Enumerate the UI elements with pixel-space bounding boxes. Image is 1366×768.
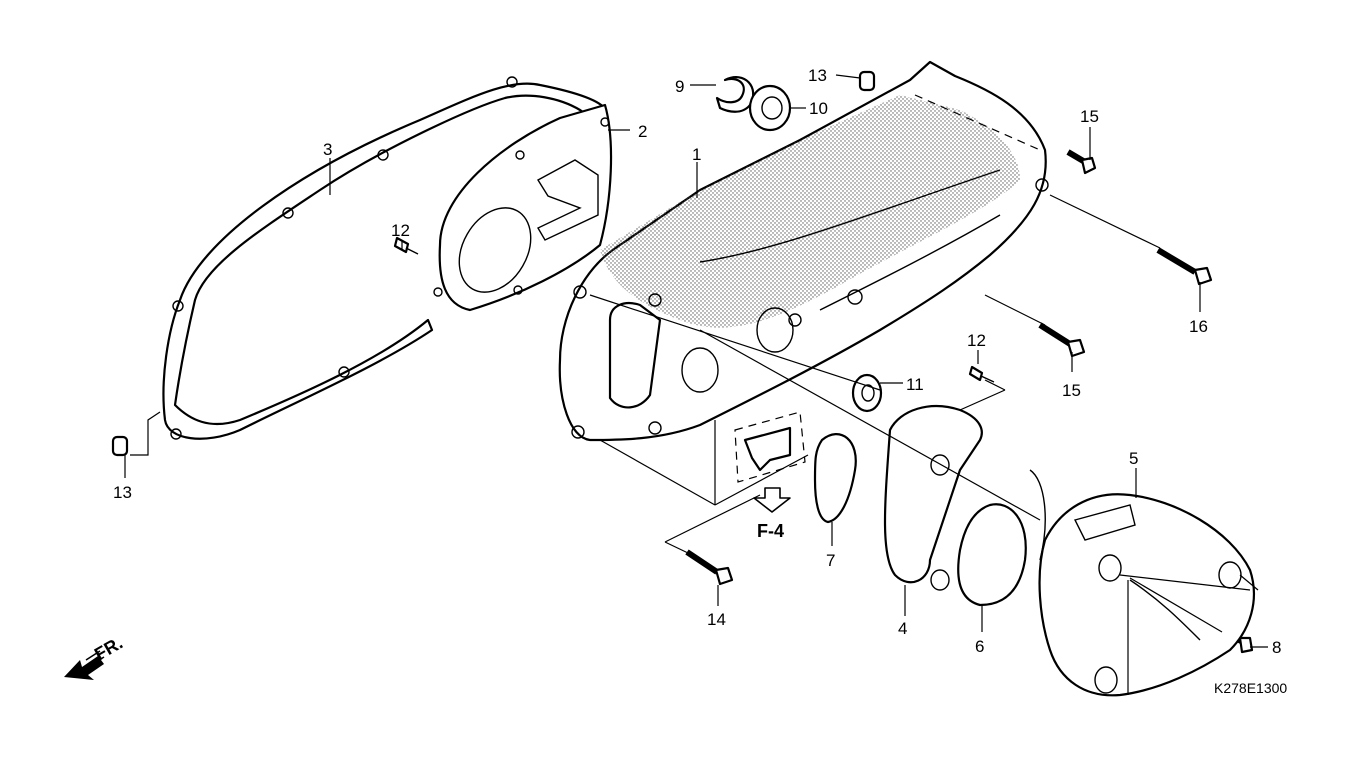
bolt-15-top (1066, 149, 1097, 175)
diagram-code: K278E1300 (1214, 680, 1287, 696)
callout-15-top: 15 (1080, 107, 1099, 126)
bearing-10 (748, 84, 792, 132)
callout-1: 1 (692, 145, 701, 164)
callout-4: 4 (898, 619, 907, 638)
front-arrow-icon (64, 650, 105, 680)
seal-6 (957, 469, 1046, 607)
bolt-14 (685, 549, 734, 586)
air-duct-4 (883, 405, 983, 591)
bolt-16 (1156, 247, 1213, 286)
callout-7: 7 (826, 551, 835, 570)
dowel-13-top (858, 70, 876, 92)
outer-cover-5 (1038, 493, 1255, 697)
circlip-9 (715, 76, 755, 113)
screw-12-left (393, 236, 419, 255)
callout-6: 6 (975, 637, 984, 656)
callout-5: 5 (1129, 449, 1138, 468)
callout-3: 3 (323, 140, 332, 159)
callout-12-right: 12 (967, 331, 986, 350)
gasket-7 (813, 433, 857, 524)
reference-detail (734, 411, 806, 513)
oil-seal-11 (851, 373, 883, 413)
callout-15-right: 15 (1062, 381, 1081, 400)
screw-12-right (968, 365, 995, 383)
reference-label: F-4 (757, 521, 784, 541)
leader-lines (124, 74, 1268, 695)
left-crankcase-cover-1 (558, 60, 1049, 442)
plate-2 (433, 103, 613, 312)
dowel-13-left (111, 435, 129, 457)
callout-13-left: 13 (113, 483, 132, 502)
callout-16: 16 (1189, 317, 1208, 336)
callout-11: 11 (906, 375, 924, 394)
callout-9: 9 (675, 77, 684, 96)
callout-12-left: 12 (391, 221, 410, 240)
callout-2: 2 (638, 122, 647, 141)
callout-10: 10 (809, 99, 828, 118)
bolt-15-right (1038, 322, 1086, 358)
gasket-3 (162, 76, 608, 440)
callout-14: 14 (707, 610, 726, 629)
callout-8: 8 (1272, 638, 1281, 657)
callout-13-top: 13 (808, 66, 827, 85)
